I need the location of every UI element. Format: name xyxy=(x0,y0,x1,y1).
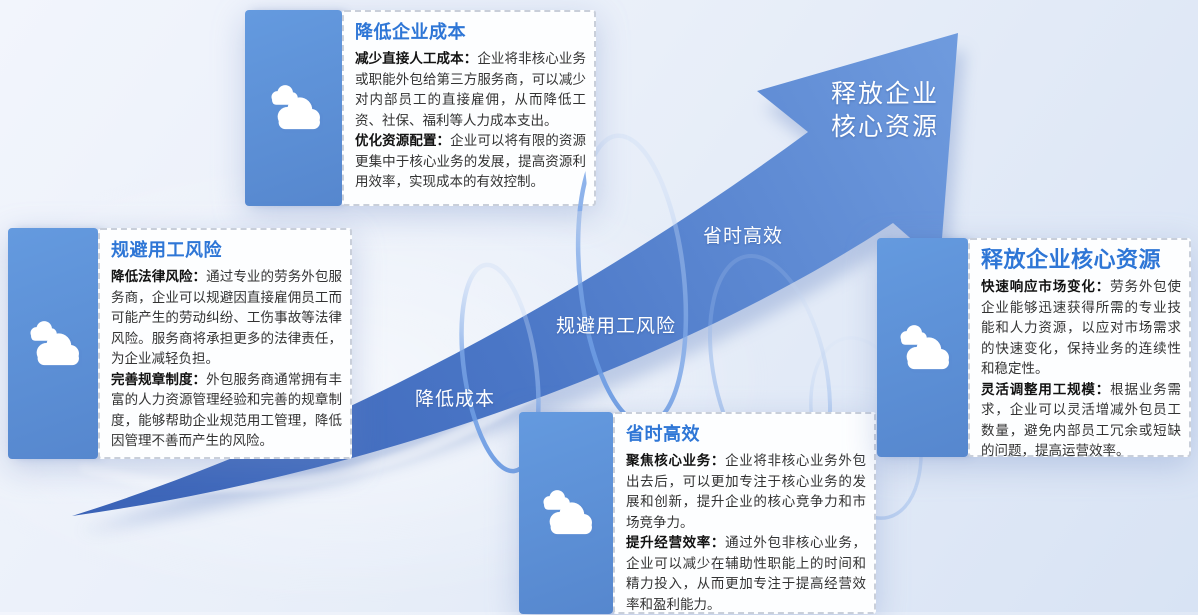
card-paragraph: 降低法律风险：通过专业的劳务外包服务商，企业可以规避因直接雇佣员工而可能产生的劳… xyxy=(111,267,342,370)
arrow-path-label-risk: 规避用工风险 xyxy=(556,316,677,337)
card-paragraph: 提升经营效率：通过外包非核心业务，企业可以减少在辅助性职能上的时间和精力投入，从… xyxy=(626,533,866,615)
card-title: 释放企业核心资源 xyxy=(981,247,1162,272)
cloud-icon xyxy=(537,488,595,538)
cloud-icon xyxy=(265,83,323,133)
card-avoid-employment-risk: 规避用工风险 降低法律风险：通过专业的劳务外包服务商，企业可以规避因直接雇佣员工… xyxy=(8,228,352,459)
paragraph-text: 外包服务商通常拥有丰富的人力资源管理经验和完善的规章制度，能够帮助企业规范用工管… xyxy=(111,371,342,449)
card-body: 释放企业核心资源 快速响应市场变化：劳务外包使企业能够迅速获得所需的专业技能和人… xyxy=(968,238,1191,458)
card-reduce-cost: 降低企业成本 减少直接人工成本：企业将非核心业务或职能外包给第三方服务商，可以减… xyxy=(245,10,596,206)
card-paragraph: 完善规章制度：外包服务商通常拥有丰富的人力资源管理经验和完善的规章制度，能够帮助… xyxy=(111,370,342,452)
arrow-head-label: 释放企业 核心资源 xyxy=(816,78,954,144)
arrow-head-label-line1: 释放企业 xyxy=(830,80,939,108)
card-title: 规避用工风险 xyxy=(111,240,222,260)
paragraph-text: 企业可以将有限的资源更集中于核心业务的发展，提高资源利用效率，实现成本的有效控制… xyxy=(355,133,586,189)
cloud-icon xyxy=(894,323,952,373)
paragraph-text: 通过外包非核心业务，企业可以减少在辅助性职能上的时间和精力投入，从而更加专注于提… xyxy=(626,535,866,612)
paragraph-text: 根据业务需求，企业可以灵活增减外包员工数量，避免内部员工冗余或短缺的问题，提高运… xyxy=(981,381,1182,459)
card-paragraph: 减少直接人工成本：企业将非核心业务或职能外包给第三方服务商，可以减少对内部员工的… xyxy=(355,49,586,131)
card-icon-panel xyxy=(8,228,98,459)
paragraph-text: 劳务外包使企业能够迅速获得所需的专业技能和人力资源，以应对市场需求的快速变化，保… xyxy=(981,279,1182,376)
card-title: 降低企业成本 xyxy=(355,22,466,42)
card-icon-panel xyxy=(245,10,342,206)
paragraph-lead: 聚焦核心业务： xyxy=(626,453,726,468)
card-title: 省时高效 xyxy=(626,424,700,444)
arrow-path-label-efficiency: 省时高效 xyxy=(703,226,784,247)
paragraph-lead: 降低法律风险： xyxy=(111,269,207,284)
cloud-icon xyxy=(24,319,82,369)
paragraph-lead: 灵活调整用工规模： xyxy=(981,381,1111,397)
paragraph-lead: 优化资源配置： xyxy=(355,133,451,148)
card-body: 降低企业成本 减少直接人工成本：企业将非核心业务或职能外包给第三方服务商，可以减… xyxy=(342,10,596,206)
paragraph-lead: 减少直接人工成本： xyxy=(355,51,478,66)
paragraph-lead: 完善规章制度： xyxy=(111,371,207,387)
card-body: 省时高效 聚焦核心业务：企业将非核心业务外包出去后，可以更加专注于核心业务的发展… xyxy=(613,412,876,614)
card-time-efficiency: 省时高效 聚焦核心业务：企业将非核心业务外包出去后，可以更加专注于核心业务的发展… xyxy=(519,412,876,614)
paragraph-lead: 快速响应市场变化： xyxy=(981,279,1111,294)
card-icon-panel xyxy=(877,238,968,457)
card-body: 规避用工风险 降低法律风险：通过专业的劳务外包服务商，企业可以规避因直接雇佣员工… xyxy=(98,228,352,459)
card-icon-panel xyxy=(519,412,613,614)
arrow-path-label-cost: 降低成本 xyxy=(415,389,496,410)
card-paragraph: 优化资源配置：企业可以将有限的资源更集中于核心业务的发展，提高资源利用效率，实现… xyxy=(355,131,586,193)
card-paragraph: 聚焦核心业务：企业将非核心业务外包出去后，可以更加专注于核心业务的发展和创新，提… xyxy=(626,451,866,533)
paragraph-text: 企业将非核心业务或职能外包给第三方服务商，可以减少对内部员工的直接雇佣，从而降低… xyxy=(355,51,586,128)
card-release-core-resources: 释放企业核心资源 快速响应市场变化：劳务外包使企业能够迅速获得所需的专业技能和人… xyxy=(877,238,1191,458)
card-paragraph: 灵活调整用工规模：根据业务需求，企业可以灵活增减外包员工数量，避免内部员工冗余或… xyxy=(981,380,1181,462)
paragraph-text: 通过专业的劳务外包服务商，企业可以规避因直接雇佣员工而可能产生的劳动纠纷、工伤事… xyxy=(111,269,342,366)
card-paragraph: 快速响应市场变化：劳务外包使企业能够迅速获得所需的专业技能和人力资源，以应对市场… xyxy=(981,277,1181,380)
paragraph-text: 企业将非核心业务外包出去后，可以更加专注于核心业务的发展和创新，提升企业的核心竞… xyxy=(626,453,866,530)
paragraph-lead: 提升经营效率： xyxy=(626,535,726,550)
growth-arrow-shape xyxy=(72,33,958,516)
arrow-head-label-line2: 核心资源 xyxy=(830,113,939,141)
